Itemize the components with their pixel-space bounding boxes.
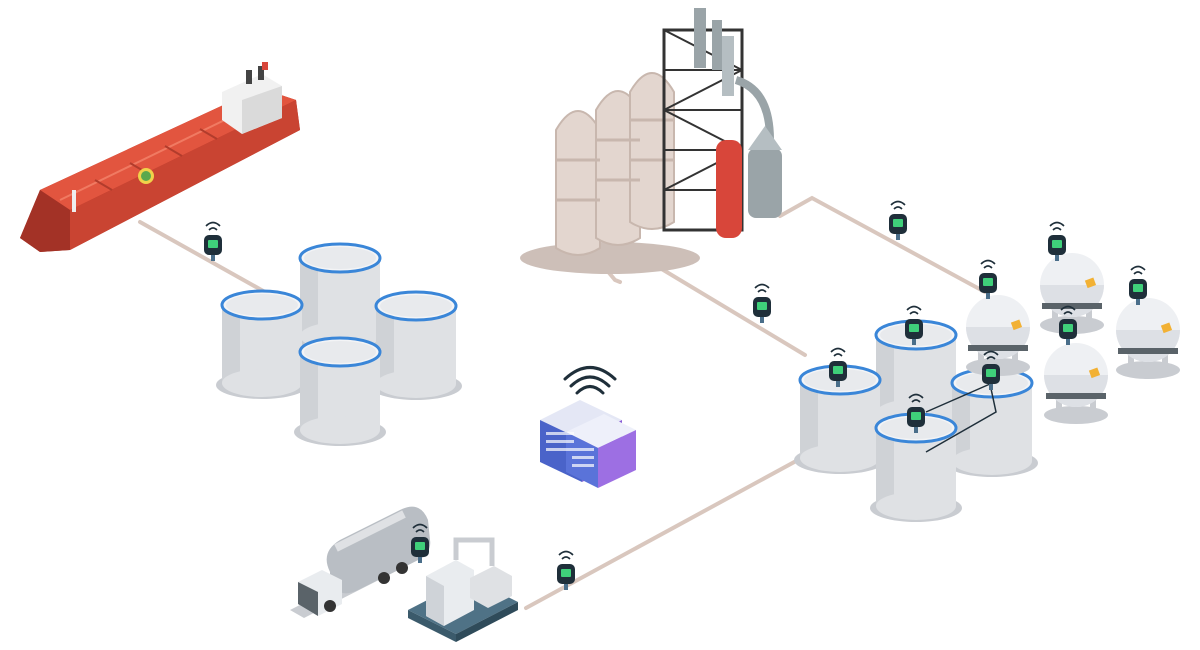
storage-tank-icon: [292, 336, 388, 448]
wireless-level-sensor-icon: [978, 259, 998, 300]
pipe-refinery-to-tanks: [648, 260, 807, 357]
pipe-pump-to-tanks: [524, 446, 822, 610]
spherical-gas-tank-icon: [966, 295, 1030, 376]
storage-tank-icon: [214, 289, 310, 401]
pipeline-network: [138, 195, 987, 610]
storage-tank-icon: [368, 290, 464, 402]
right-storage-tank-group: [792, 319, 1040, 524]
tank-sensor-group: [410, 221, 1148, 564]
spherical-gas-tank-icon: [1116, 298, 1180, 379]
spherical-gas-tank-icon: [1044, 343, 1108, 424]
oil-tanker-ship-icon: [20, 62, 300, 252]
pipe-refinery-to-spheres: [778, 195, 987, 294]
pump-station-icon: [408, 537, 518, 642]
wifi-server-icon: [540, 366, 636, 488]
pipe-ship-to-tanks: [138, 220, 267, 294]
wireless-level-sensor-icon: [752, 283, 772, 324]
tanker-truck-icon: [290, 506, 431, 618]
storage-tank-icon: [292, 242, 388, 354]
wireless-level-sensor-icon: [203, 221, 223, 262]
left-storage-tank-group: [214, 242, 464, 448]
refinery-icon: [520, 8, 782, 274]
wireless-level-sensor-icon: [888, 200, 908, 241]
